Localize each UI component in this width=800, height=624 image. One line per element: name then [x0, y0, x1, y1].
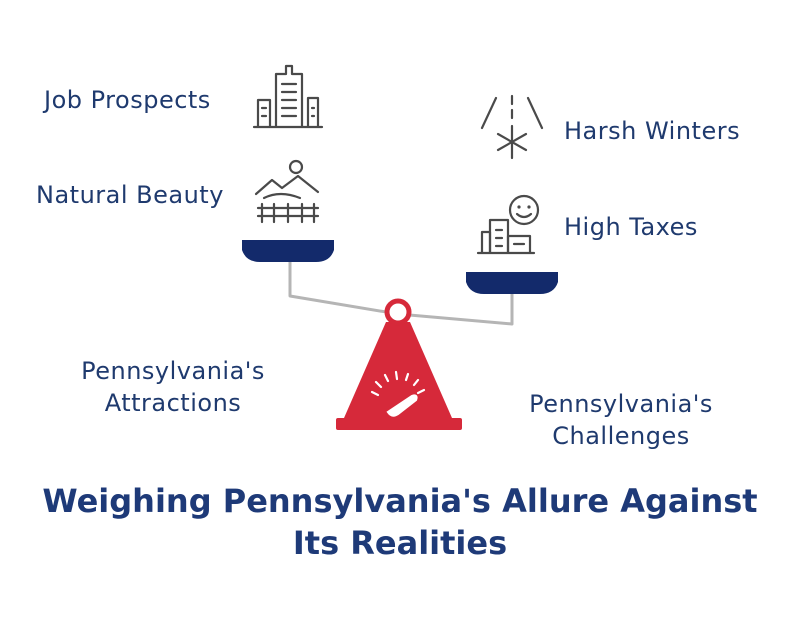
- caption-attractions-line2: Attractions: [104, 389, 242, 417]
- caption-challenges: Pennsylvania's Challenges: [508, 388, 734, 452]
- label-harsh-winters: Harsh Winters: [564, 117, 741, 145]
- caption-challenges-line1: Pennsylvania's: [529, 390, 713, 418]
- city-buildings-icon: [252, 64, 324, 129]
- taxes-buildings-icon: [476, 194, 540, 255]
- right-pan: [466, 272, 558, 294]
- caption-challenges-line2: Challenges: [552, 422, 690, 450]
- fulcrum: [336, 298, 462, 430]
- diagram-title: Weighing Pennsylvania's Allure Against I…: [42, 482, 758, 562]
- caption-attractions-line1: Pennsylvania's: [81, 357, 265, 385]
- mountain-landscape-icon: [254, 159, 320, 224]
- label-job-prospects: Job Prospects: [44, 86, 211, 114]
- caption-attractions: Pennsylvania's Attractions: [60, 355, 286, 419]
- label-high-taxes: High Taxes: [564, 213, 698, 241]
- left-pan: [242, 240, 334, 262]
- label-natural-beauty: Natural Beauty: [36, 181, 224, 209]
- gauge-icon: [370, 370, 426, 417]
- snow-road-icon: [480, 94, 544, 160]
